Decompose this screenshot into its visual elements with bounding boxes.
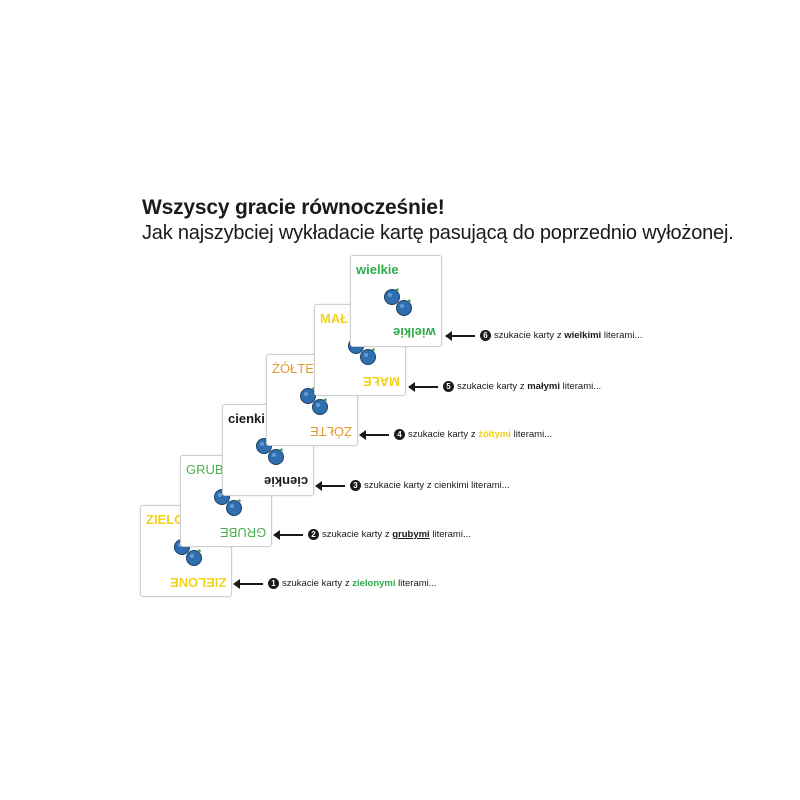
blueberries-icon: [297, 385, 331, 419]
blueberries-icon: [381, 286, 415, 320]
card-word-bottom: MAŁE: [363, 374, 400, 389]
caption-keyword: wielkimi: [564, 330, 602, 342]
caption-text: literami...: [395, 578, 437, 590]
blueberries-icon: [171, 536, 205, 570]
caption-keyword: żółtymi: [478, 429, 511, 441]
caption-text: szukacie karty z: [282, 578, 353, 590]
heading-line-1: Wszyscy gracie równocześnie!: [142, 196, 445, 219]
caption-keyword: małymi: [527, 381, 560, 393]
arrow-left-icon: [408, 382, 438, 392]
caption-text: literami...: [429, 529, 471, 541]
caption-text: literami...: [559, 381, 602, 393]
arrow-left-icon: [233, 579, 263, 589]
caption-text: literami...: [468, 480, 510, 492]
caption-text: szukacie karty z: [364, 480, 435, 492]
caption-text: szukacie karty z: [494, 330, 565, 342]
card-word-top: ŻÓŁTE: [272, 361, 314, 376]
arrow-left-icon: [273, 530, 303, 540]
caption-keyword: grubymi: [392, 529, 430, 541]
card-word-bottom: ŻÓŁTE: [310, 424, 352, 439]
card-6: wielkie wielkie: [350, 255, 442, 347]
card-word-top: ZIELO: [146, 512, 185, 527]
step-number: 2: [308, 529, 319, 540]
card-word-bottom: ZIELONE: [169, 575, 226, 590]
step-number: 3: [350, 480, 361, 491]
caption-text: literami...: [601, 330, 643, 342]
caption-keyword: zielonymi: [352, 578, 396, 590]
card-word-top: cienki: [228, 411, 265, 426]
heading-line-2: Jak najszybciej wykładacie kartę pasując…: [142, 222, 734, 244]
arrow-left-icon: [315, 481, 345, 491]
card-word-bottom: GRUBE: [219, 525, 266, 540]
caption-text: szukacie karty z: [408, 429, 479, 441]
step-number: 1: [268, 578, 279, 589]
card-word-top: MAŁ: [320, 311, 349, 326]
card-word-top: wielkie: [356, 262, 399, 277]
caption-text: szukacie karty z: [457, 381, 528, 393]
card-word-bottom: cienkie: [263, 474, 308, 489]
caption-text: szukacie karty z: [322, 529, 393, 541]
caption-text: literami...: [510, 429, 553, 441]
step-number: 5: [443, 381, 454, 392]
card-word-bottom: wielkie: [393, 325, 436, 340]
card-word-top: GRUB: [186, 462, 224, 477]
arrow-left-icon: [359, 430, 389, 440]
step-number: 4: [394, 429, 405, 440]
caption-keyword: cienkimi: [434, 480, 469, 492]
arrow-left-icon: [445, 331, 475, 341]
step-number: 6: [480, 330, 491, 341]
